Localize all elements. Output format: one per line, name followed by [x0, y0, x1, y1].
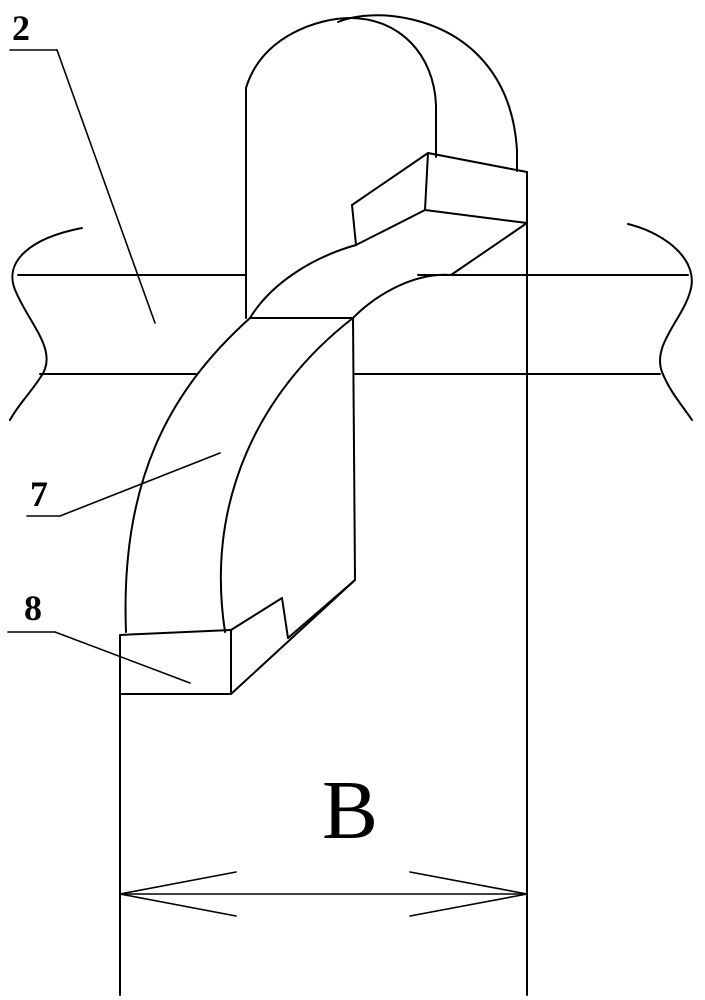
part-label-7: 7: [30, 474, 48, 514]
arm-outer-curve: [126, 318, 250, 632]
dimension-label-b: B: [322, 764, 378, 857]
upper-block-face: [425, 153, 527, 223]
dimension-b: B: [120, 172, 527, 995]
upper-block-side: [352, 153, 428, 245]
curved-arm: [126, 245, 451, 638]
part-callouts: 2 7 8: [8, 8, 220, 683]
leader-arrow-8: [55, 632, 190, 683]
pipe-break-line-right: [628, 224, 692, 420]
lower-block: [120, 580, 355, 694]
pipe-body: [10, 224, 692, 420]
bracket-front-arch: [246, 18, 436, 157]
part-label-8: 8: [24, 588, 42, 628]
arm-back-curve: [250, 245, 356, 318]
bracket-back-arch: [338, 15, 517, 171]
part-label-2: 2: [12, 8, 30, 48]
leader-arrow-2: [57, 50, 155, 323]
leader-arrow-7: [60, 453, 220, 516]
lower-block-top: [231, 598, 288, 638]
pipe-break-line-left: [10, 228, 82, 420]
arm-front-curve: [221, 318, 353, 632]
upper-block: [352, 153, 527, 275]
arm-inner-curve: [353, 275, 451, 318]
upper-block-outline: [428, 153, 527, 275]
upright-bracket: [246, 15, 517, 318]
upper-block-edge: [356, 210, 425, 245]
lower-block-side: [231, 580, 355, 694]
